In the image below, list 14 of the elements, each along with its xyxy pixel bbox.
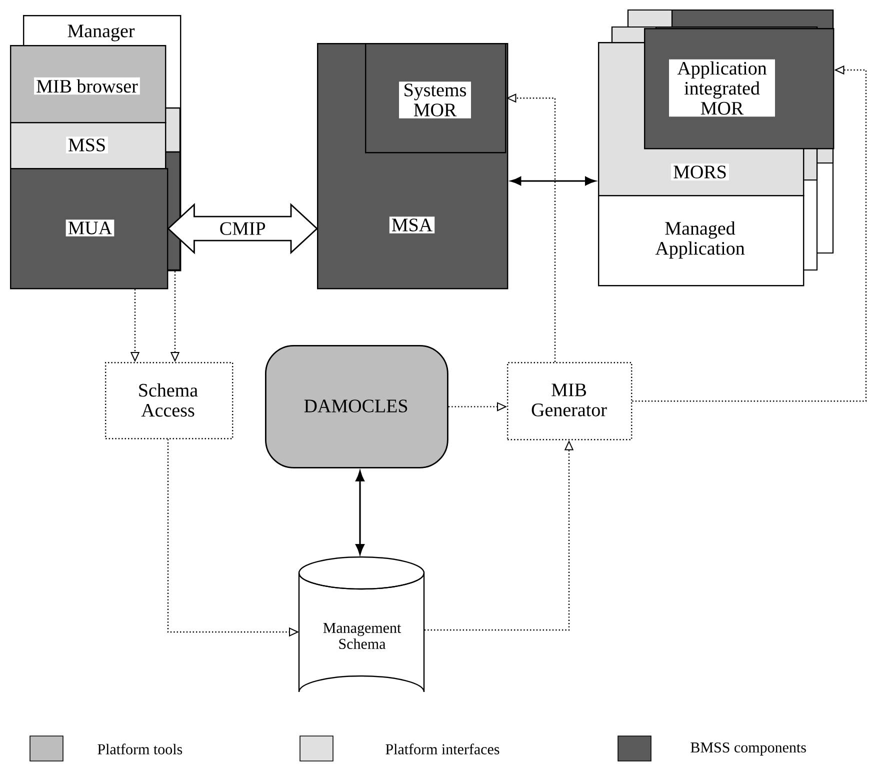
legend-label: Platform interfaces bbox=[386, 744, 500, 754]
database-cylinder: Management Schema bbox=[298, 556, 425, 693]
rounded-box: DAMOCLES bbox=[265, 345, 448, 468]
inner-box: Systems MOR bbox=[365, 43, 506, 154]
inner-box: Application integrated MOR bbox=[644, 28, 834, 150]
tool-layer: MIB browser bbox=[10, 45, 166, 124]
arrow bbox=[510, 176, 596, 186]
legend-label: BMSS components bbox=[690, 742, 806, 756]
dotted-box: MIB Generator bbox=[507, 362, 632, 440]
edge-label: CMIP bbox=[218, 221, 267, 236]
application-box: Managed Application bbox=[598, 195, 804, 286]
arrow bbox=[356, 470, 364, 555]
dotted-box: Schema Access bbox=[105, 362, 234, 440]
legend-label: Platform tools bbox=[98, 744, 182, 754]
